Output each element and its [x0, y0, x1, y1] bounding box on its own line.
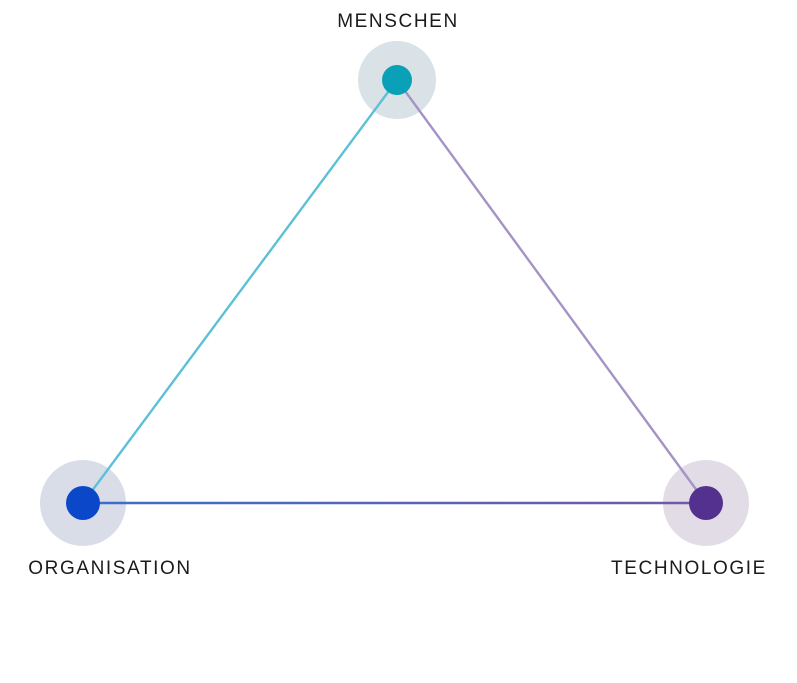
menschen-node [382, 65, 412, 95]
edge-menschen-organisation [82, 79, 398, 504]
organisation-node [66, 486, 100, 520]
technologie-node [689, 486, 723, 520]
edge-menschen-technologie [396, 79, 707, 504]
menschen-label: MENSCHEN [337, 11, 459, 32]
technologie-label: TECHNOLOGIE [611, 558, 767, 579]
organisation-label: ORGANISATION [28, 558, 192, 579]
